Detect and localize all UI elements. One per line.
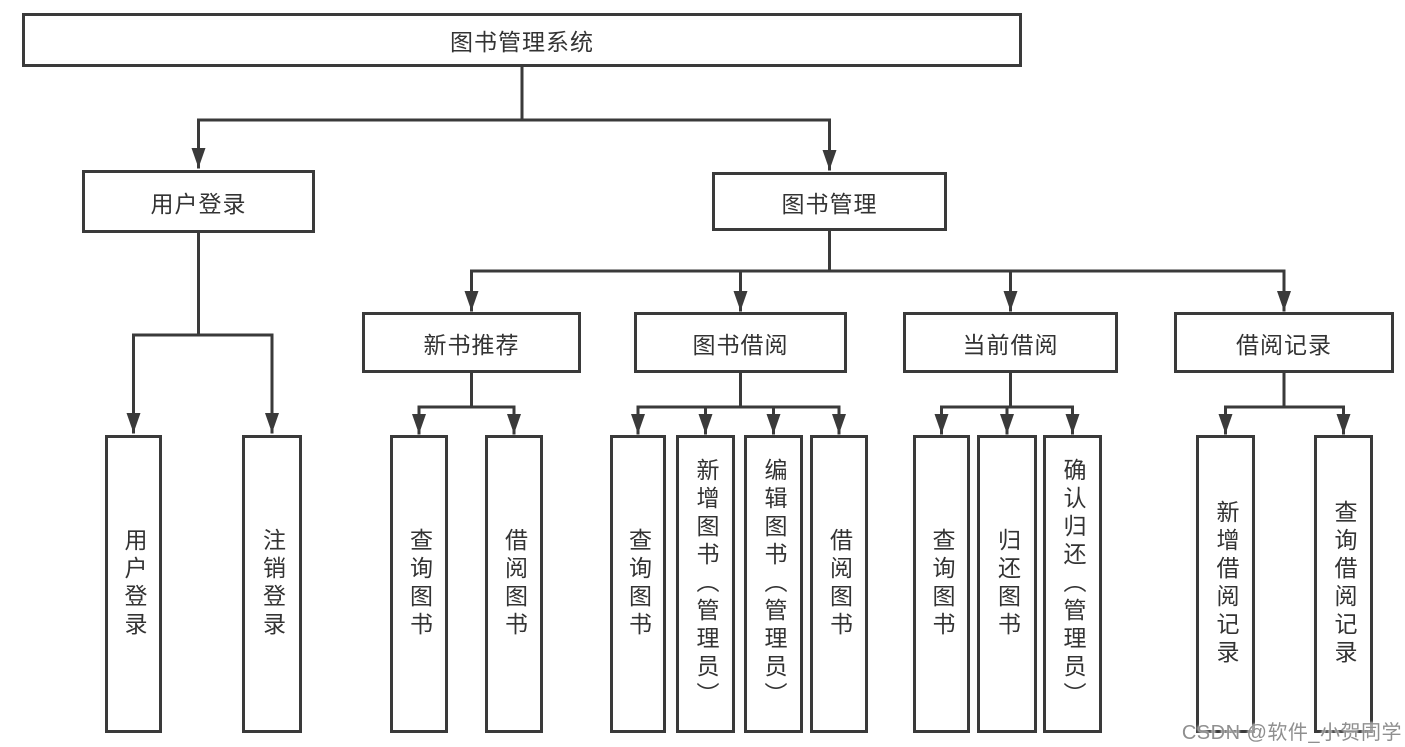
- node-new-book-recommend: 新书推荐: [362, 312, 581, 373]
- leaf-query-books-borrow: 查询图书: [610, 435, 666, 733]
- leaf-edit-books-admin: 编辑图书（管理员）: [744, 435, 803, 733]
- leaf-query-books-borrow-label: 查询图书: [625, 528, 652, 640]
- leaf-query-borrow-record-label: 查询借阅记录: [1331, 500, 1357, 668]
- connector-recommend-to-leaves: [412, 371, 521, 435]
- leaf-query-books-current: 查询图书: [913, 435, 970, 733]
- connector-root-to-level2: [191, 65, 837, 171]
- leaf-add-borrow-record: 新增借阅记录: [1196, 435, 1255, 733]
- leaf-query-books-recommend-label: 查询图书: [406, 528, 433, 640]
- connector-bookmgmt-to-level3: [464, 229, 1291, 312]
- watermark: CSDN @软件_小贺同学: [1181, 722, 1402, 744]
- leaf-query-books-current-label: 查询图书: [929, 528, 955, 640]
- leaf-user-login-label: 用户登录: [121, 528, 147, 640]
- leaf-user-login: 用户登录: [105, 435, 162, 733]
- leaf-borrow-books-label: 借阅图书: [826, 528, 853, 640]
- node-book-management: 图书管理: [712, 172, 947, 231]
- node-borrow-records: 借阅记录: [1174, 312, 1394, 373]
- leaf-borrow-books: 借阅图书: [810, 435, 868, 733]
- leaf-confirm-return-admin-label: 确认归还（管理员）: [1060, 458, 1086, 710]
- leaf-query-books-recommend: 查询图书: [390, 435, 448, 733]
- leaf-borrow-books-recommend-label: 借阅图书: [501, 528, 528, 640]
- leaf-add-borrow-record-label: 新增借阅记录: [1213, 500, 1239, 668]
- leaf-edit-books-admin-label: 编辑图书（管理员）: [761, 458, 787, 710]
- connector-records-to-leaves: [1218, 371, 1351, 435]
- leaf-query-borrow-record: 查询借阅记录: [1314, 435, 1373, 733]
- leaf-borrow-books-recommend: 借阅图书: [485, 435, 543, 733]
- node-current-borrow: 当前借阅: [903, 312, 1118, 373]
- connector-borrow-to-leaves: [631, 371, 846, 435]
- leaf-add-books-admin: 新增图书（管理员）: [676, 435, 735, 733]
- leaf-confirm-return-admin: 确认归还（管理员）: [1043, 435, 1102, 733]
- leaf-logout-login-label: 注销登录: [259, 528, 286, 640]
- node-user-login: 用户登录: [82, 170, 315, 233]
- leaf-logout-login: 注销登录: [242, 435, 302, 733]
- leaf-return-books: 归还图书: [977, 435, 1037, 733]
- connector-current-to-leaves: [934, 371, 1080, 435]
- leaf-add-books-admin-label: 新增图书（管理员）: [693, 458, 719, 710]
- leaf-return-books-label: 归还图书: [994, 528, 1021, 640]
- connector-userlogin-to-leaves: [126, 231, 279, 434]
- node-book-borrow: 图书借阅: [634, 312, 847, 373]
- node-library-system-root: 图书管理系统: [22, 13, 1022, 67]
